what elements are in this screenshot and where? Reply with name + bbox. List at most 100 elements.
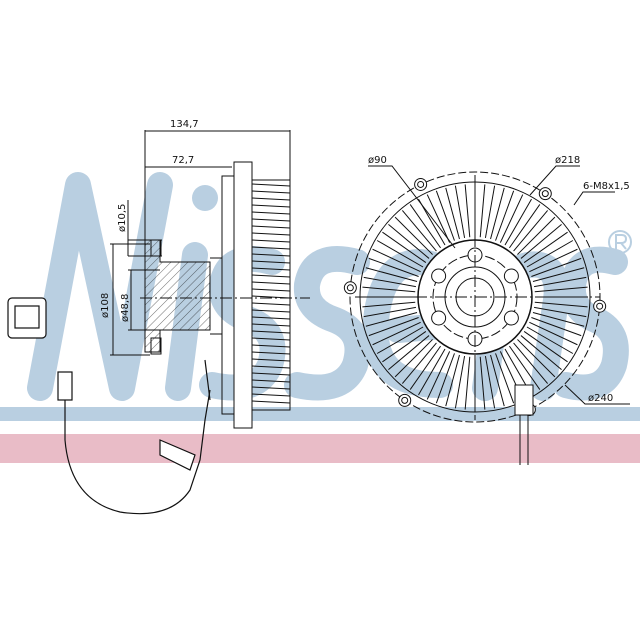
lug-hole: [346, 284, 354, 292]
fin-edge: [251, 365, 291, 369]
lug-hole: [596, 302, 604, 310]
fin: [435, 190, 455, 241]
fin-edge: [251, 337, 291, 341]
watermark-band-blue: [0, 407, 640, 421]
fin-edge: [251, 253, 291, 257]
fin: [495, 353, 515, 404]
fin: [532, 267, 585, 282]
fin: [479, 184, 486, 238]
bolt-hole: [431, 310, 447, 326]
fin: [523, 231, 568, 263]
dim-body-diameter: ø218: [555, 155, 580, 166]
watermark-band-pink: [0, 434, 640, 463]
fin: [513, 342, 549, 384]
fin: [464, 356, 471, 410]
fin-edge: [251, 379, 291, 383]
fin: [484, 185, 496, 238]
dim-flange-diameter: ø108: [100, 293, 111, 318]
fin-edge: [251, 400, 291, 404]
fin-edge: [251, 323, 291, 327]
fin-edge: [251, 260, 291, 264]
fin-edge: [251, 204, 291, 208]
fin: [388, 335, 430, 371]
fin-edge: [251, 190, 291, 194]
fin-edge: [251, 197, 291, 201]
fin-edge: [251, 211, 291, 215]
side-view: [110, 130, 310, 429]
fin-edge: [251, 239, 291, 243]
fin-edge: [251, 232, 291, 236]
fin: [534, 276, 587, 288]
fin: [363, 276, 416, 288]
fin: [401, 210, 437, 252]
fin: [520, 223, 562, 259]
fin: [490, 187, 505, 240]
fin: [409, 345, 441, 390]
fin: [372, 321, 421, 346]
fin: [426, 194, 451, 243]
fin: [363, 306, 416, 318]
fin: [382, 231, 427, 263]
bolt-hole: [431, 268, 447, 284]
fin: [435, 353, 455, 404]
fin: [529, 321, 578, 346]
fin: [394, 339, 433, 378]
fin: [426, 351, 451, 400]
dim-overall-length: 134,7: [170, 119, 199, 130]
fin: [376, 240, 424, 268]
mount-lug: [398, 393, 412, 407]
fin: [376, 326, 424, 354]
fin-edge: [251, 302, 291, 306]
mount-lug: [593, 299, 607, 313]
fin: [534, 301, 588, 308]
lug-hole: [541, 190, 549, 198]
dim-pilot-diameter: ø48,8: [120, 294, 131, 322]
fin: [523, 331, 568, 363]
fin: [454, 356, 466, 409]
fin: [529, 248, 578, 273]
fin-edge: [251, 358, 291, 362]
bolt: [150, 337, 162, 355]
fin-edge: [251, 183, 291, 187]
fin: [362, 301, 416, 308]
fin: [388, 223, 430, 259]
fin-edge: [251, 274, 291, 278]
fin: [532, 312, 585, 327]
fin: [499, 194, 524, 243]
lug-hole: [417, 180, 425, 188]
dim-hub-length: 72,7: [172, 155, 194, 166]
mount-lug: [538, 187, 552, 201]
fin: [365, 267, 418, 282]
dim-threads: 6-M8x1,5: [583, 181, 630, 192]
fin: [509, 345, 541, 390]
fin-edge: [251, 267, 291, 271]
fin-edge: [251, 225, 291, 229]
fin: [464, 184, 471, 238]
fin: [365, 312, 418, 327]
dim-hub-diameter: ø90: [368, 155, 387, 166]
fin: [401, 342, 437, 384]
bolt-hole: [503, 310, 519, 326]
fin: [409, 204, 441, 249]
connector-pins: [14, 305, 40, 329]
fin: [445, 187, 460, 240]
fin-edge: [251, 386, 291, 390]
fan-fins: [251, 179, 291, 411]
fin-edge: [251, 218, 291, 222]
registered-mark: [608, 230, 632, 254]
fin-edge: [251, 281, 291, 285]
fin: [526, 240, 574, 268]
fin: [513, 210, 549, 252]
bolt-hole: [503, 268, 519, 284]
fin: [531, 257, 582, 277]
fin: [520, 335, 562, 371]
fin: [368, 257, 419, 277]
fin-edge: [251, 246, 291, 250]
fin: [504, 198, 532, 246]
fin-edge: [251, 393, 291, 397]
fin: [418, 348, 446, 396]
sensor-harness: [7, 297, 211, 515]
fin: [479, 356, 486, 410]
fin: [517, 216, 556, 255]
